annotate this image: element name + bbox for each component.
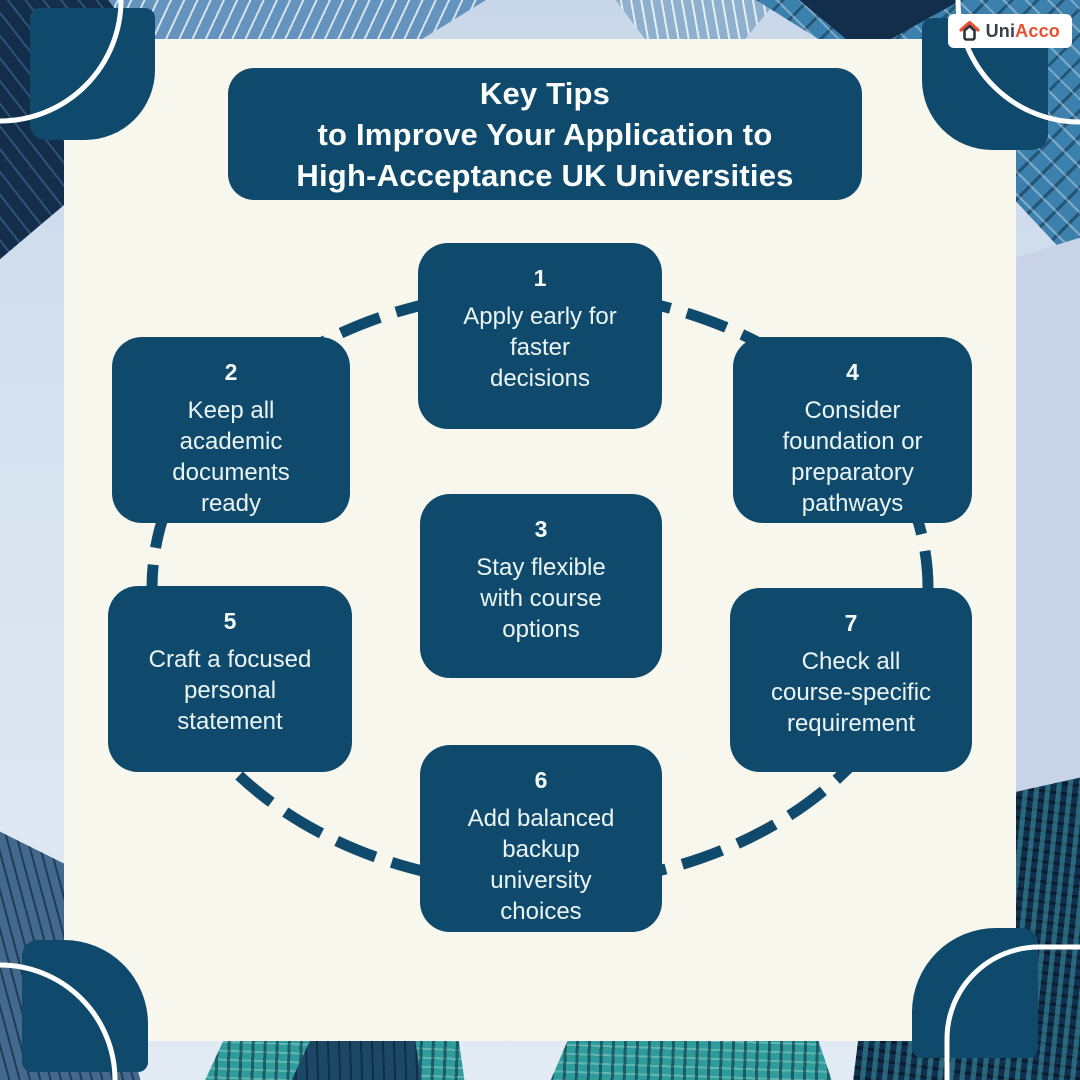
tip-text: Keep all academic documents ready [172,397,290,517]
tip-number: 6 [534,767,548,793]
tip-box-3: 3 Stay flexible with course options [420,494,662,678]
title-line-2: to Improve Your Application to [317,116,773,152]
tip-box-5: 5 Craft a focused personal statement [108,586,352,772]
logo-text-uni: Uni [985,20,1016,41]
title-box: Key Tips to Improve Your Application to … [228,68,862,200]
tip-number: 3 [534,516,548,542]
tip-text: Add balanced backup university choices [467,805,615,925]
tip-text: Stay flexible with course options [476,554,606,643]
tip-box-1: 1 Apply early for faster decisions [418,243,662,429]
title-line-3: High-Acceptance UK Universities [296,157,794,193]
tip-box-2: 2 Keep all academic documents ready [112,337,350,523]
tip-box-6: 6 Add balanced backup university choices [420,745,662,932]
logo-text-acco: Acco [1015,20,1060,41]
tip-text: Consider foundation or preparatory pathw… [782,397,923,517]
tip-box-7: 7 Check all course-specific requirement [730,588,972,772]
tip-number: 4 [846,359,859,385]
tip-text: Apply early for faster decisions [463,303,617,392]
tip-box-4: 4 Consider foundation or preparatory pat… [733,337,972,523]
tip-number: 2 [224,359,238,385]
tip-number: 7 [844,610,858,636]
home-icon [958,20,981,43]
tip-number: 1 [533,265,547,291]
tip-number: 5 [223,608,237,634]
title-line-1: Key Tips [479,75,611,111]
tip-text: Check all course-specific requirement [770,648,932,737]
tip-text: Craft a focused personal statement [148,646,312,735]
